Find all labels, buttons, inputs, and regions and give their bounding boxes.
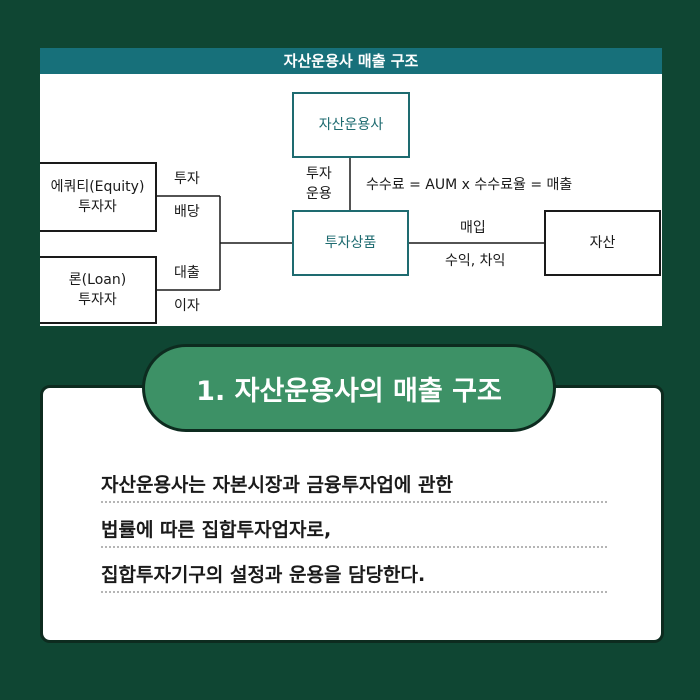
label-purchase: 매입 bbox=[460, 220, 486, 236]
label-invest-manage: 투자 운용 bbox=[306, 164, 332, 204]
equity-investor-line2: 투자자 bbox=[78, 199, 117, 215]
label-invest-manage-line2: 운용 bbox=[306, 186, 332, 202]
description-card: 자산운용사는 자본시장과 금융투자업에 관한 법률에 따른 집합투자업자로, 집… bbox=[40, 385, 664, 643]
description-line-2: 법률에 따른 집합투자업자로, bbox=[101, 519, 332, 541]
loan-investor-line2: 투자자 bbox=[78, 292, 117, 308]
label-dividend: 배당 bbox=[174, 204, 200, 220]
description-line-3: 집합투자기구의 설정과 운용을 담당한다. bbox=[101, 564, 426, 586]
equity-investor-line1: 에쿼티(Equity) bbox=[50, 179, 145, 195]
label-returns: 수익, 차익 bbox=[445, 253, 506, 269]
node-asset: 자산 bbox=[544, 210, 661, 276]
diagram-panel: 자산운용사 매출 구조 자산운용사 에쿼티(Equity) 투자자 론(Loan… bbox=[40, 48, 662, 326]
node-investment-product: 투자상품 bbox=[292, 210, 409, 276]
connector-lines bbox=[157, 158, 544, 291]
dotted-divider bbox=[101, 546, 607, 548]
dotted-divider bbox=[101, 501, 607, 503]
node-loan-investor: 론(Loan) 투자자 bbox=[40, 256, 157, 324]
node-asset-manager: 자산운용사 bbox=[292, 92, 410, 158]
label-loan: 대출 bbox=[174, 265, 200, 281]
label-interest: 이자 bbox=[174, 298, 200, 314]
node-equity-investor: 에쿼티(Equity) 투자자 bbox=[40, 162, 157, 232]
label-invest-manage-line1: 투자 bbox=[306, 166, 332, 182]
description-line-1: 자산운용사는 자본시장과 금융투자업에 관한 bbox=[101, 474, 453, 496]
label-invest: 투자 bbox=[174, 171, 200, 187]
label-fee-formula: 수수료 = AUM x 수수료율 = 매출 bbox=[366, 177, 573, 193]
dotted-divider bbox=[101, 591, 607, 593]
loan-investor-line1: 론(Loan) bbox=[68, 272, 127, 288]
section-heading: 1. 자산운용사의 매출 구조 bbox=[142, 344, 556, 432]
diagram-title: 자산운용사 매출 구조 bbox=[40, 48, 662, 74]
